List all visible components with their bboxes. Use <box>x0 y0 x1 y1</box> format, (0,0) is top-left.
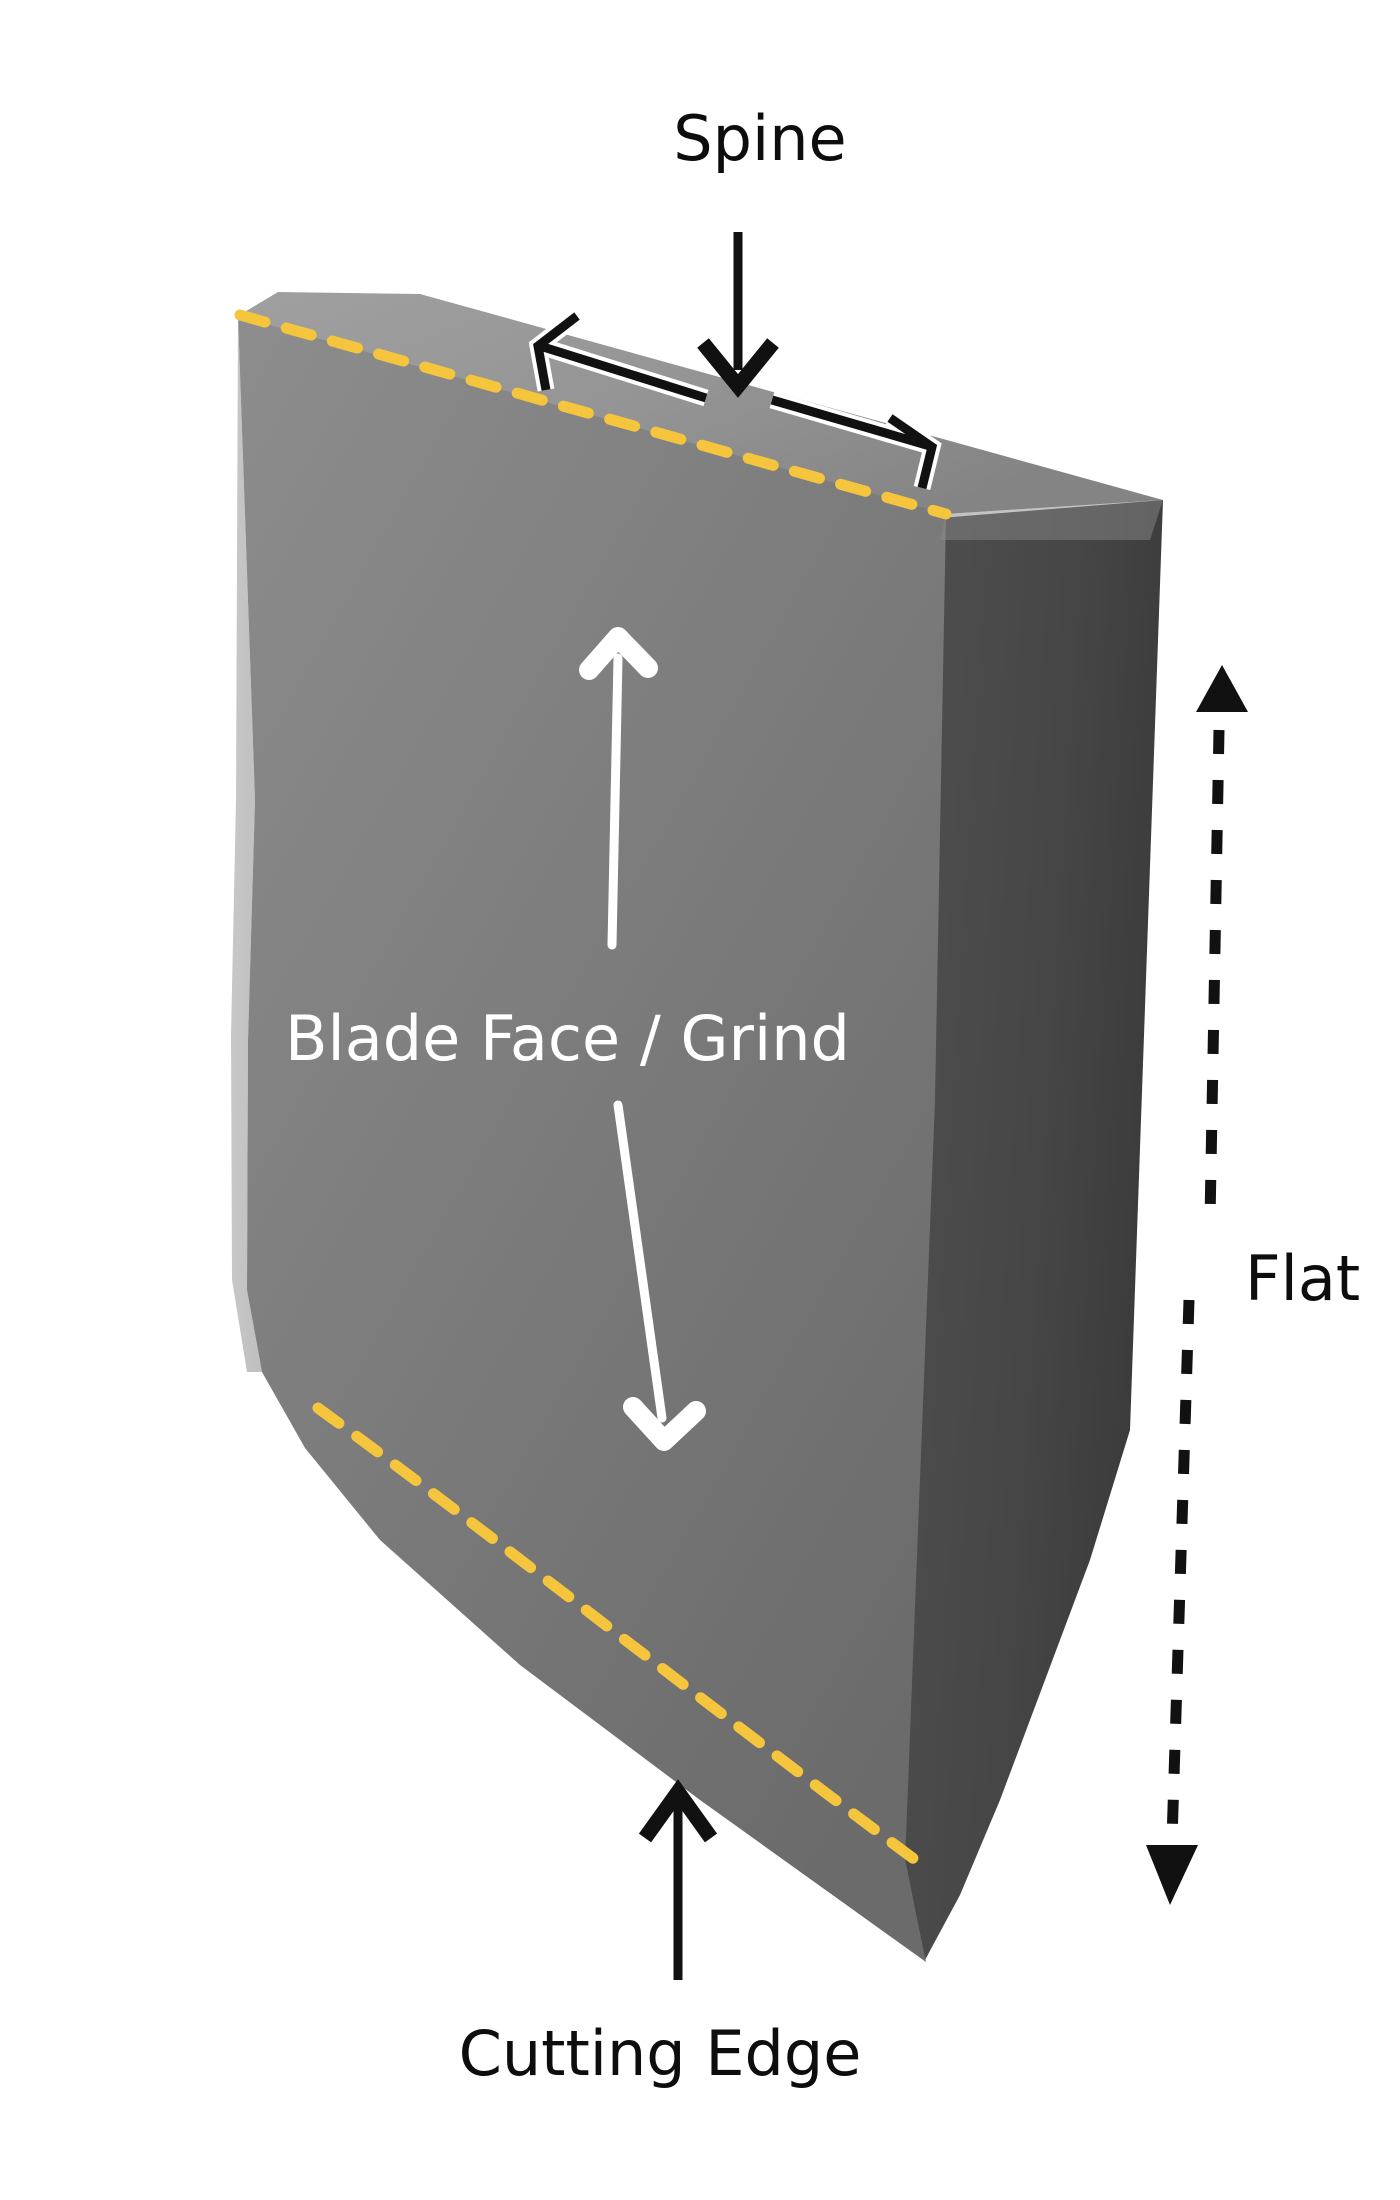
spine-width-arrow-right <box>769 391 942 491</box>
blade-face-arrow-up <box>579 627 658 950</box>
cutting-edge-callout: Cutting Edge <box>459 1779 862 2090</box>
cutting-edge-label: Cutting Edge <box>459 2017 862 2090</box>
flat-arrow-head-down-icon <box>1146 1845 1198 1905</box>
spine-arrow-head-icon <box>697 338 779 398</box>
flat-arrow-head-up-icon <box>1196 665 1248 712</box>
blade-face-label: Blade Face / Grind <box>285 1002 850 1075</box>
flat-dashed-line-upper <box>1204 729 1225 1221</box>
blade-spine-corner-facet <box>940 500 1163 540</box>
blade-face-arrow-down-head-icon <box>623 1397 706 1451</box>
blade-face-arrow-up-head-icon <box>579 627 658 680</box>
spine-callout: Spine <box>528 102 942 491</box>
flat-label: Flat <box>1245 1242 1360 1315</box>
blade-left-profile <box>231 316 262 1372</box>
edge-marker-group <box>234 309 952 1868</box>
blade-face-arrow-down <box>613 1100 706 1451</box>
spine-dashed-line <box>234 309 952 520</box>
flat-callout: Flat <box>1146 665 1360 1905</box>
cutting-edge-arrow-head-icon <box>638 1779 718 1843</box>
spine-width-arrow-left <box>528 309 709 407</box>
blade-face <box>238 294 946 1962</box>
spine-label: Spine <box>673 102 846 175</box>
flat-dashed-line-lower <box>1166 1299 1195 1841</box>
blade-body <box>231 292 1163 1962</box>
blade-face-arrow-down-shaft <box>613 1100 667 1423</box>
blade-face-callout: Blade Face / Grind <box>285 627 850 1451</box>
blade-face-arrow-up-shaft <box>607 653 623 950</box>
cutting-edge-dashed-line <box>312 1402 924 1868</box>
blade-side-panel <box>905 500 1163 1960</box>
